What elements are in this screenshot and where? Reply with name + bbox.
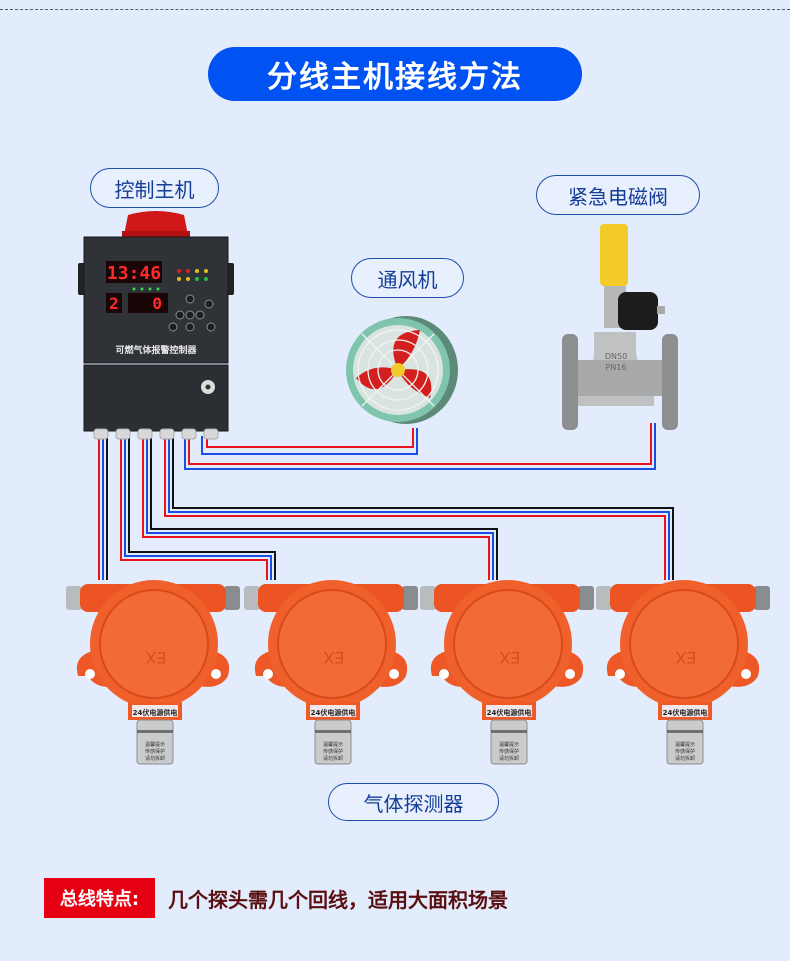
wire-red [120,436,268,580]
power-label: 24伏电源供电 [311,708,356,717]
sensor-text: 请勿拆卸 [675,755,695,762]
valve-marking-pn: PN16 [606,363,627,372]
wire-black [150,436,498,580]
gas-detector: EX 24伏电源供电 温馨提示 传感保护 请勿拆卸 [420,580,594,765]
wire-red [142,436,490,580]
status-leds [132,269,208,291]
wire-red [188,423,652,465]
controller-label: 控制主机 [90,168,219,208]
sensor-text: 请勿拆卸 [499,755,519,762]
value-display: 0 [152,294,162,313]
power-label: 24伏电源供电 [487,708,532,717]
sensor-text: 传感保护 [323,748,343,755]
top-dashed-divider [0,9,790,10]
wire-blue [124,436,272,580]
power-label: 24伏电源供电 [663,708,708,717]
detectors-label: 气体探测器 [328,783,499,821]
wire-blue [201,428,418,455]
gas-detector: EX 24伏电源供电 温馨提示 传感保护 请勿拆卸 [244,580,418,765]
cable-glands [93,428,219,440]
ex-mark: EX [675,648,696,667]
fan-label: 通风机 [351,258,464,298]
panel-name: 可燃气体报警控制器 [115,344,197,356]
sensor-text: 传感保护 [499,748,519,755]
ventilation-fan [346,316,458,424]
wire-red [164,436,666,580]
sensor-text: 传感保护 [675,748,695,755]
gas-detector: EX 24伏电源供电 温馨提示 传感保护 请勿拆卸 [66,580,240,765]
ex-mark: EX [499,648,520,667]
wire-black [172,436,674,580]
solenoid-valve: DN50 PN16 [562,224,678,430]
sensor-text: 温馨提示 [499,741,519,748]
ex-mark: EX [145,648,166,667]
wire-blue [146,436,494,580]
power-label: 24伏电源供电 [133,708,178,717]
ex-mark: EX [323,648,344,667]
sensor-text: 请勿拆卸 [145,755,165,762]
wire-black [128,436,276,580]
clock-display: 13:46 [107,263,161,284]
keypad [168,294,216,332]
sensor-text: 温馨提示 [145,741,165,748]
alarm-beacon-icon [124,211,188,235]
wire-blue [168,436,670,580]
controller-unit: 13:46 2 0 可燃气体报警控制器 [78,211,234,440]
wire-blue [184,423,656,470]
valve-marking-dn: DN50 [605,352,627,361]
sensor-text: 温馨提示 [323,741,343,748]
gas-detector: EX 24伏电源供电 温馨提示 传感保护 请勿拆卸 [596,580,770,765]
page-title: 分线主机接线方法 [208,47,582,101]
footer-tag: 总线特点: [44,878,155,918]
sensor-text: 请勿拆卸 [323,755,343,762]
valve-label: 紧急电磁阀 [536,175,700,215]
sensor-text: 温馨提示 [675,741,695,748]
channel-display: 2 [109,294,119,313]
wire-red [206,428,414,448]
sensor-text: 传感保护 [145,748,165,755]
footer-text: 几个探头需几个回线，适用大面积场景 [168,887,508,912]
